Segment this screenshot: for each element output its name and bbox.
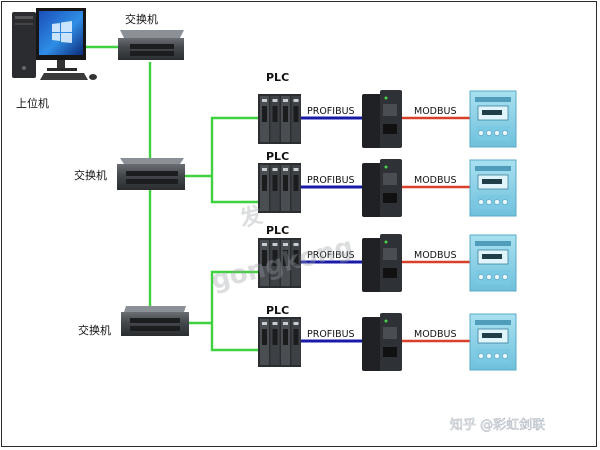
plc-rack-icon — [258, 238, 301, 288]
device-row: PLC PROFIBUS MODBUS — [258, 71, 517, 148]
plc-label: PLC — [266, 224, 289, 237]
plc-rack-icon — [258, 94, 301, 144]
device-row: PLC PROFIBUS MODBUS — [258, 304, 517, 371]
profibus-label: PROFIBUS — [307, 250, 355, 261]
device-row: PLC PROFIBUS MODBUS — [258, 150, 517, 217]
ethernet-links — [86, 45, 258, 352]
plc-label: PLC — [266, 304, 289, 317]
plc-label: PLC — [266, 71, 289, 84]
profibus-label: PROFIBUS — [307, 106, 355, 117]
network-switch-icon — [118, 30, 184, 60]
switch-2-label: 交换机 — [74, 168, 107, 182]
panel-meter-icon — [469, 159, 517, 217]
panel-meter-icon — [469, 313, 517, 371]
panel-meter-icon — [469, 234, 517, 292]
plc-label: PLC — [266, 150, 289, 163]
modbus-label: MODBUS — [414, 329, 457, 340]
branch-plc1-plc2 — [210, 116, 258, 204]
device-row: PLC PROFIBUS MODBUS — [258, 224, 517, 292]
footer-watermark: 知乎 @彩虹剑联 — [450, 417, 545, 433]
modbus-label: MODBUS — [414, 106, 457, 117]
network-switch-icon — [117, 158, 185, 190]
protocol-gateway-icon — [362, 159, 402, 217]
plc-rack-icon — [258, 317, 301, 367]
profibus-label: PROFIBUS — [307, 175, 355, 186]
branch-plc3-plc4 — [210, 270, 258, 352]
profibus-label: PROFIBUS — [307, 329, 355, 340]
panel-meter-icon — [469, 90, 517, 148]
protocol-gateway-icon — [362, 234, 402, 292]
modbus-label: MODBUS — [414, 250, 457, 261]
switch-1-label: 交换机 — [125, 12, 158, 26]
plc-rack-icon — [258, 163, 301, 213]
host-pc-label: 上位机 — [16, 96, 49, 110]
protocol-gateway-icon — [362, 90, 402, 148]
switch-3-label: 交换机 — [78, 323, 111, 337]
network-switch-icon — [121, 306, 189, 336]
protocol-gateway-icon — [362, 313, 402, 371]
desktop-computer-icon — [12, 8, 97, 80]
modbus-label: MODBUS — [414, 175, 457, 186]
